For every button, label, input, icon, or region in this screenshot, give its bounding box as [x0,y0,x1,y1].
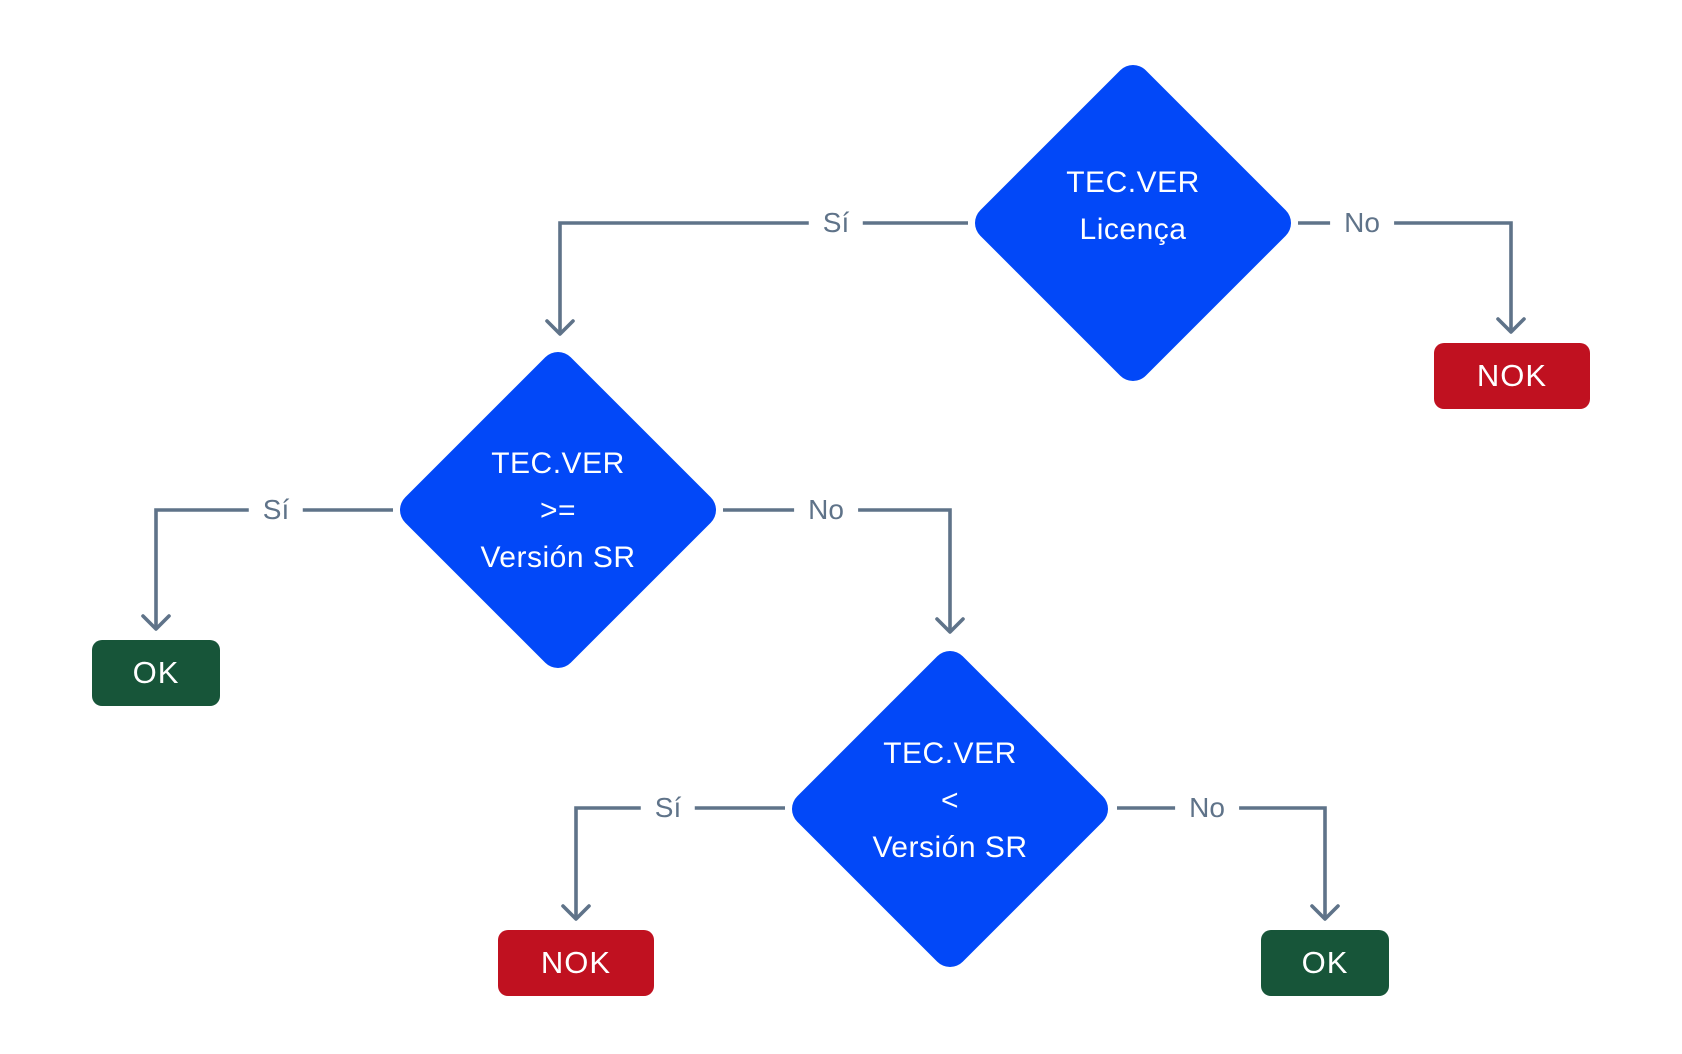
edge-d3-yes-line [561,806,785,921]
edge-label-d3-no: No [1175,790,1239,826]
edge-label-d2-yes: Sí [248,492,304,528]
result-nok-top-box: NOK [1434,343,1590,409]
result-nok-bottom-box: NOK [498,930,654,996]
edge-label-d3-yes: Sí [640,790,696,826]
decision-text-line: Versión SR [872,830,1028,864]
edge-label-d1-yes: Sí [808,205,864,241]
decision-text-line: >= [539,493,577,527]
result-ok-bottom-box: OK [1261,930,1389,996]
decision-text-line: < [940,783,959,817]
edge-d2-yes-line [141,508,393,631]
edge-label-d1-no: No [1330,205,1394,241]
edge-d1-yes-line [545,221,968,336]
decision-text-line: Versión SR [480,540,636,574]
decision-tecver-lt-version-sr-text: TEC.VER < Versión SR [785,644,1115,974]
result-ok-left-box: OK [92,640,220,706]
edge-label-d2-no: No [794,492,858,528]
decision-text-line: Licença [1079,213,1187,246]
decision-text-line: TEC.VER [1066,166,1200,199]
edge-d2-no-line [723,508,965,634]
decision-tecver-licenca-text: TEC.VER Licença [968,58,1298,388]
decision-text-line: TEC.VER [491,446,625,480]
decision-tecver-ge-version-sr-text: TEC.VER >= Versión SR [393,345,723,675]
decision-text-line: TEC.VER [883,736,1017,770]
